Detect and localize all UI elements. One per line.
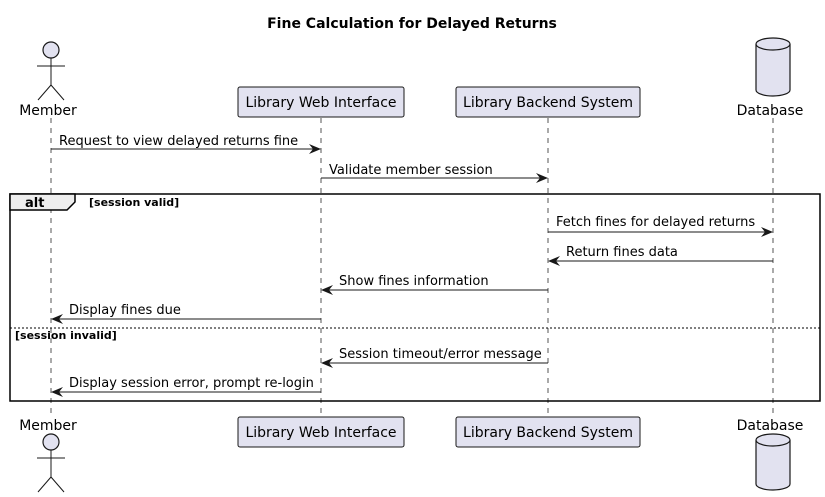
participant-label-web: Library Web Interface — [245, 425, 396, 441]
message-request-fine: Request to view delayed returns fine — [51, 134, 321, 154]
actor-head-icon — [42, 41, 60, 59]
participant-box-web — [237, 86, 405, 118]
actor-leg-left — [37, 476, 52, 493]
alt-frame-border — [9, 193, 821, 402]
participant-box-backend — [455, 86, 641, 118]
participant-backend-bottom: Library Backend System — [455, 416, 641, 448]
database-cylinder-icon — [755, 44, 791, 97]
arrowhead-left-icon — [51, 314, 63, 324]
participants-bottom: Member Library Web Interface Library Bac… — [19, 416, 804, 493]
actor-member-bottom: Member — [19, 418, 77, 493]
database-top-ellipse — [755, 37, 791, 51]
message-session-error: Display session error, prompt re-login — [51, 376, 321, 397]
participants-top: Member Library Web Interface Library Bac… — [19, 37, 804, 119]
actor-leg-right — [50, 84, 65, 101]
arrowhead-left-icon — [51, 387, 63, 397]
database-cylinder-icon — [755, 440, 791, 491]
arrowhead-right-icon — [536, 173, 548, 183]
message-display-fines: Display fines due — [51, 303, 321, 324]
participant-web-bottom: Library Web Interface — [237, 416, 405, 448]
participant-box-backend — [455, 416, 641, 448]
message-return-fines: Return fines data — [548, 245, 773, 266]
participant-label-member: Member — [19, 418, 77, 434]
message-fetch-fines: Fetch fines for delayed returns — [548, 215, 773, 237]
messages: Request to view delayed returns fine Val… — [51, 134, 773, 397]
message-label: Request to view delayed returns fine — [59, 134, 298, 149]
diagram-title: Fine Calculation for Delayed Returns — [267, 16, 557, 32]
alt-frame-tab — [9, 193, 76, 211]
participant-backend-top: Library Backend System — [455, 86, 641, 118]
participant-label-web: Library Web Interface — [245, 95, 396, 111]
message-session-timeout: Session timeout/error message — [321, 347, 548, 368]
arrowhead-right-icon — [309, 144, 321, 154]
actor-leg-left — [37, 84, 52, 101]
actor-leg-right — [50, 476, 65, 493]
message-validate-session: Validate member session — [321, 163, 548, 183]
participant-label-backend: Library Backend System — [463, 95, 633, 111]
arrowhead-right-icon — [761, 227, 773, 237]
message-label: Validate member session — [329, 163, 493, 178]
message-label: Return fines data — [566, 245, 678, 260]
database-top: Database — [737, 37, 804, 119]
alt-guard-invalid: [session invalid] — [15, 329, 117, 342]
alt-frame: alt [session valid] [session invalid] — [9, 193, 821, 402]
database-bottom: Database — [737, 418, 804, 491]
message-show-fines: Show fines information — [321, 274, 548, 295]
participant-label-database: Database — [737, 103, 804, 119]
message-label: Fetch fines for delayed returns — [556, 215, 755, 230]
arrowhead-left-icon — [321, 358, 333, 368]
participant-label-backend: Library Backend System — [463, 425, 633, 441]
participant-box-web — [237, 416, 405, 448]
alt-guard-valid: [session valid] — [89, 196, 179, 209]
actor-member-top: Member — [19, 41, 77, 119]
message-label: Session timeout/error message — [339, 347, 542, 362]
alt-keyword: alt — [25, 196, 44, 211]
message-label: Display session error, prompt re-login — [69, 376, 314, 391]
message-label: Show fines information — [339, 274, 489, 289]
actor-head-icon — [42, 433, 60, 451]
arrowhead-left-icon — [321, 285, 333, 295]
message-label: Display fines due — [69, 303, 181, 318]
database-top-ellipse — [755, 433, 791, 447]
arrowhead-left-icon — [548, 256, 560, 266]
participant-web-top: Library Web Interface — [237, 86, 405, 118]
participant-label-member: Member — [19, 103, 77, 119]
participant-label-database: Database — [737, 418, 804, 434]
